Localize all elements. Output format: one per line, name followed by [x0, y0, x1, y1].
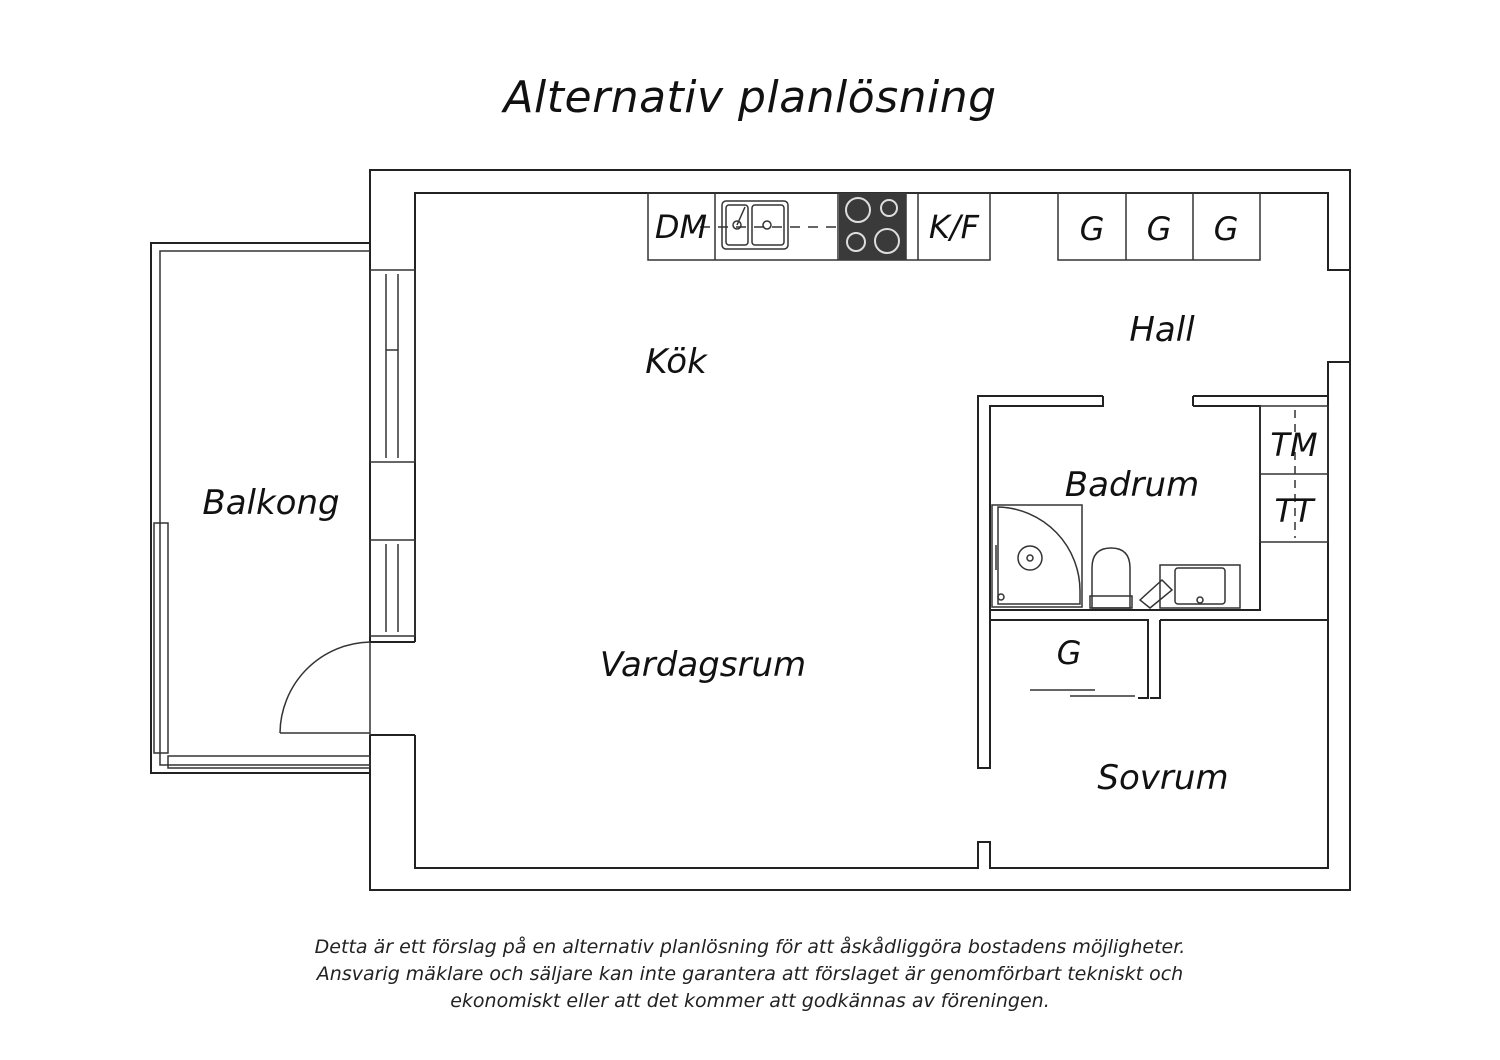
- balcony: [150, 242, 371, 774]
- window-living: [369, 539, 416, 637]
- fixture-label-fridge-freezer: K/F: [929, 208, 980, 246]
- fixture-label-drying-cabinet: TT: [1274, 492, 1316, 530]
- fixture-label-wardrobe-3: G: [1214, 210, 1239, 248]
- window-kitchen: [369, 269, 416, 463]
- sliding-doors: [1030, 689, 1135, 697]
- bedroom-walls: [990, 619, 1328, 699]
- laundry-cabinets: [1259, 405, 1329, 543]
- room-label-hall: Hall: [1129, 310, 1195, 350]
- hall-wardrobes: [1057, 192, 1261, 261]
- fixture-label-wardrobe-4: G: [1057, 634, 1082, 672]
- room-label-balkong: Balkong: [202, 483, 339, 523]
- disclaimer-line: Detta är ett förslag på en alternativ pl…: [314, 936, 1186, 958]
- disclaimer: Detta är ett förslag på en alternativ pl…: [0, 934, 1500, 1015]
- stove-icon: [839, 193, 906, 260]
- room-label-vardagsrum: Vardagsrum: [600, 645, 806, 685]
- plan-title: Alternativ planlösning: [503, 72, 997, 123]
- disclaimer-line: Ansvarig mäklare och säljare kan inte ga…: [316, 963, 1184, 985]
- room-label-kok: Kök: [645, 342, 708, 382]
- disclaimer-line: ekonomiskt eller att det kommer att godk…: [450, 990, 1050, 1012]
- room-label-sovrum: Sovrum: [1097, 758, 1228, 798]
- sink-icon: [700, 200, 840, 250]
- fixture-label-dryer: TM: [1270, 426, 1317, 464]
- fixture-label-dishwasher: DM: [655, 208, 707, 246]
- balcony-door: [279, 641, 371, 735]
- washbasin-icon: [1138, 564, 1241, 609]
- room-label-badrum: Badrum: [1065, 465, 1199, 505]
- fixture-label-wardrobe-1: G: [1080, 210, 1105, 248]
- shower-icon: [991, 504, 1083, 608]
- toilet-icon: [1089, 547, 1133, 609]
- fixture-label-wardrobe-2: G: [1147, 210, 1172, 248]
